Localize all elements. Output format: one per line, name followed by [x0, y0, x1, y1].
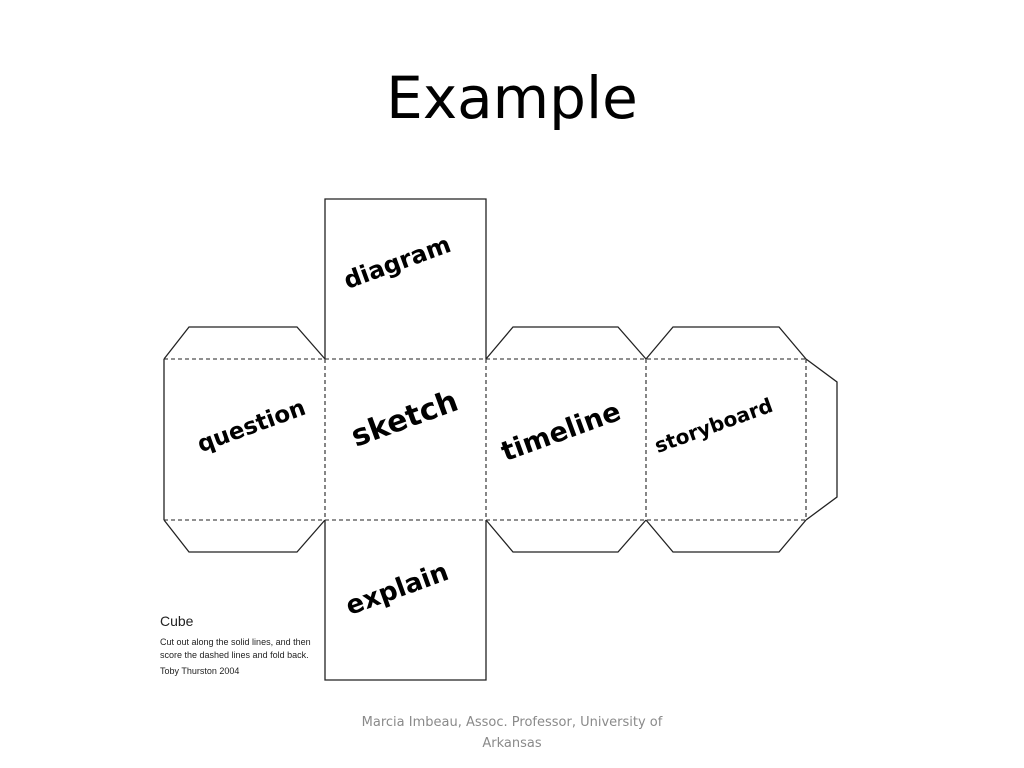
- far-right-bottom-tab: [645, 519, 807, 553]
- far-right-side-tab: [805, 358, 838, 521]
- face-bottom-word: explain: [342, 557, 453, 622]
- left-top-tab: [163, 326, 326, 360]
- face-top-word: diagram: [340, 230, 455, 295]
- caption-credit: Toby Thurston 2004: [160, 666, 239, 676]
- face-left-word: question: [194, 395, 309, 458]
- bottom-face-outline: [324, 520, 487, 681]
- top-face-outline: [324, 198, 487, 359]
- face-center-word: sketch: [347, 384, 463, 455]
- face-right-word: timeline: [497, 396, 625, 468]
- caption-line-2: score the dashed lines and fold back.: [160, 650, 309, 660]
- caption-title: Cube: [160, 613, 194, 629]
- right-bottom-tab: [485, 519, 647, 553]
- face-far-right-word: storyboard: [651, 393, 776, 458]
- left-bottom-tab: [163, 519, 326, 553]
- slide-footer: Marcia Imbeau, Assoc. Professor, Univers…: [361, 715, 663, 751]
- caption-line-1: Cut out along the solid lines, and then: [160, 637, 311, 647]
- right-top-tab: [485, 326, 647, 360]
- far-right-top-tab: [645, 326, 807, 360]
- slide-title: Example: [386, 64, 638, 132]
